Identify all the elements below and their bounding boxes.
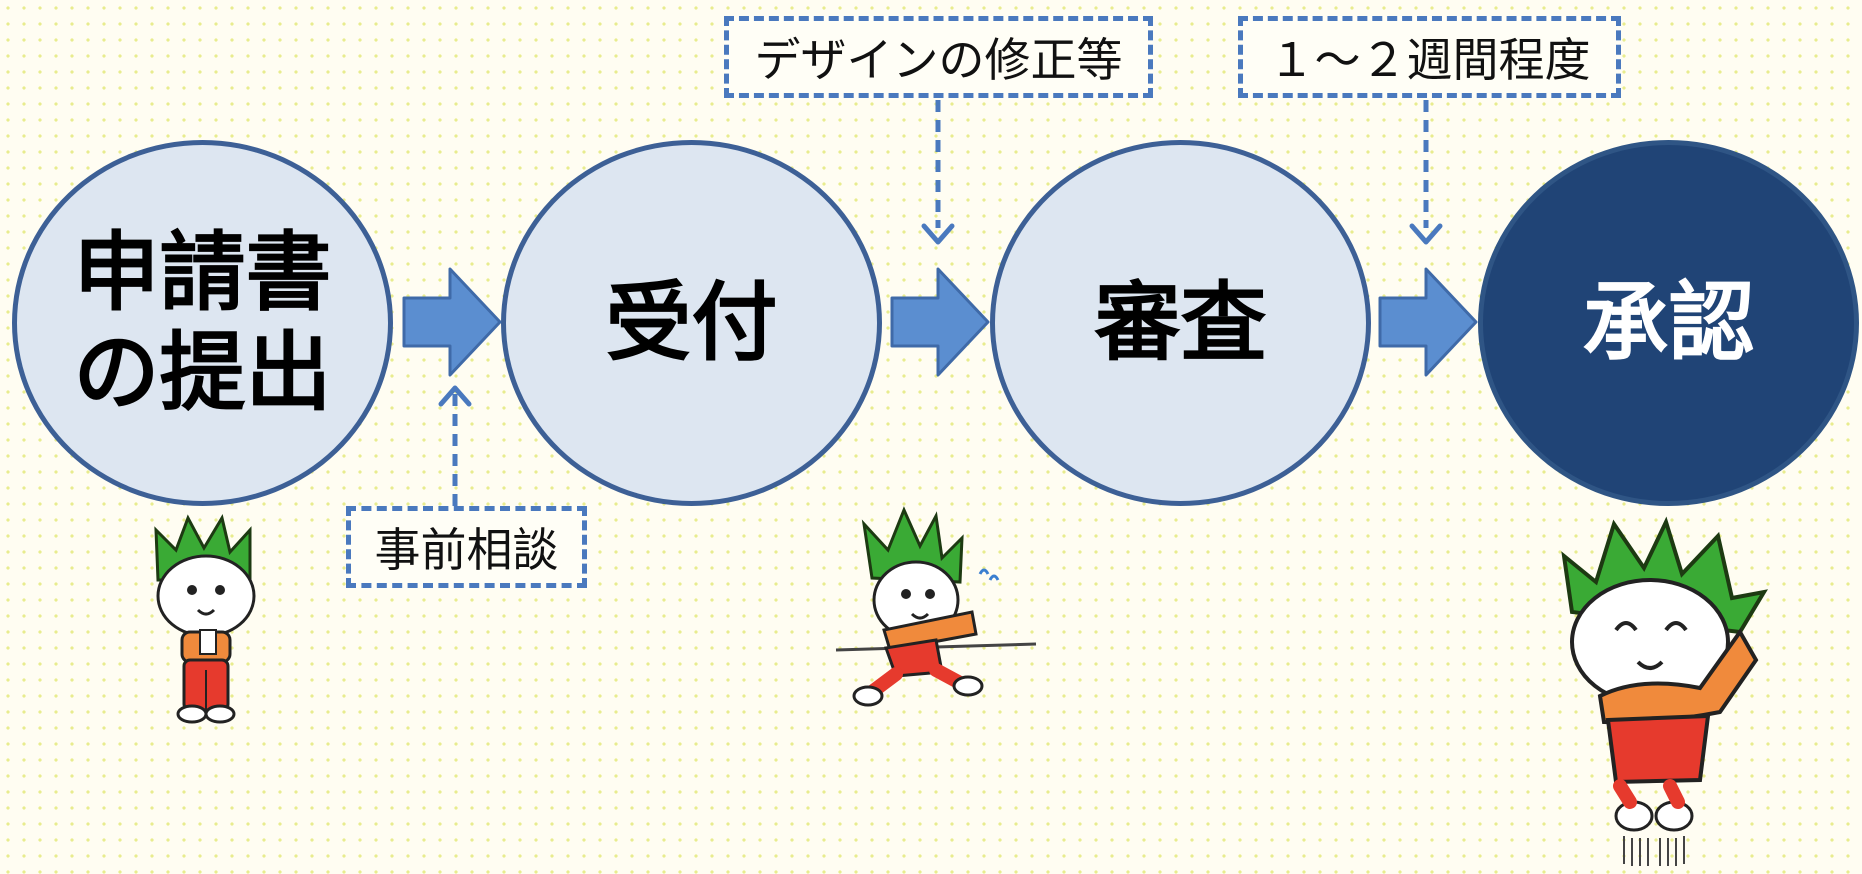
step-approval: 承認 (1478, 140, 1859, 506)
flow-arrow-2 (890, 267, 990, 377)
note-review-duration: １～２週間程度 (1238, 16, 1621, 98)
flow-arrow-1 (402, 267, 502, 377)
step-application-submission: 申請書 の提出 (12, 140, 393, 506)
note-design-revision: デザインの修正等 (724, 16, 1153, 98)
step-review: 審査 (990, 140, 1371, 506)
dashed-arrowhead-down-icon (1409, 223, 1443, 245)
dashed-arrowhead-up-icon (438, 385, 472, 407)
step-label: 受付 (605, 273, 778, 373)
step-label: 審査 (1094, 273, 1267, 373)
mascot-writing-icon (154, 514, 256, 724)
flow-arrow-3 (1378, 267, 1478, 377)
step-reception: 受付 (501, 140, 882, 506)
dashed-arrowhead-down-icon (921, 223, 955, 245)
step-label: 承認 (1582, 273, 1755, 373)
mascot-running-icon (835, 506, 1037, 707)
step-label: 申請書 の提出 (73, 223, 332, 423)
mascot-jumping-icon (1561, 516, 1769, 866)
note-prior-consultation: 事前相談 (346, 506, 587, 588)
